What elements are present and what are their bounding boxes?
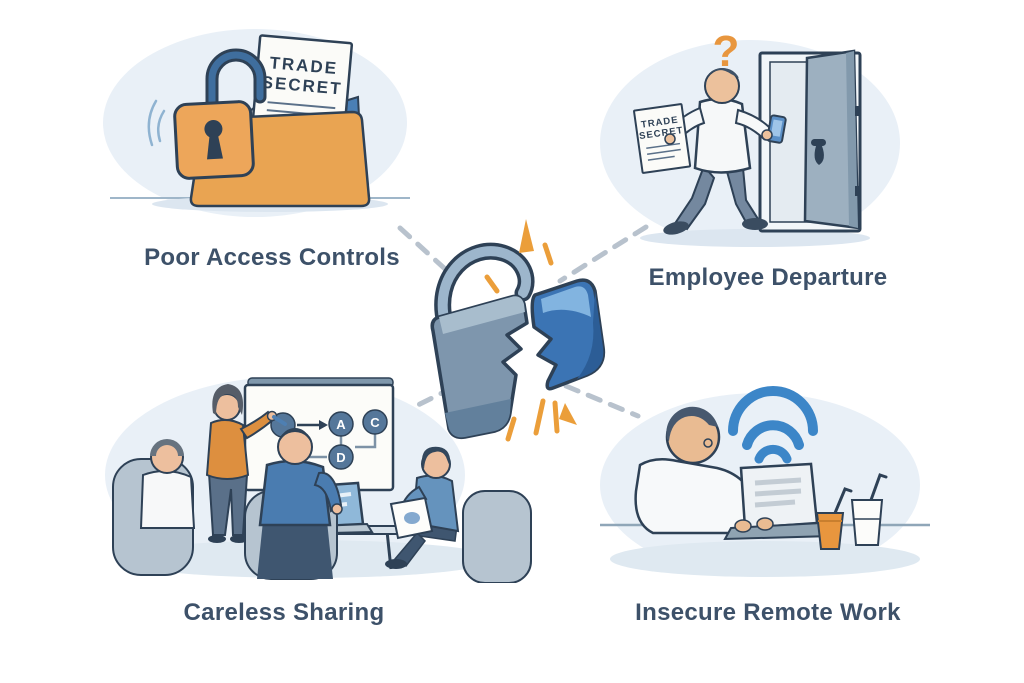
shoe-icon bbox=[742, 218, 768, 230]
lock-shackle bbox=[434, 242, 535, 332]
node-label-a: A bbox=[336, 417, 346, 432]
person-leaving: TRADE SECRET bbox=[633, 68, 787, 235]
door bbox=[758, 49, 862, 233]
broken-padlock-icon bbox=[430, 219, 606, 442]
laptop-icon bbox=[723, 462, 833, 541]
connector-top-right bbox=[557, 224, 649, 284]
node-label-d: D bbox=[336, 450, 345, 465]
connector-bottom-right bbox=[563, 383, 641, 419]
ground-shadow bbox=[640, 229, 870, 247]
keyhole-icon bbox=[204, 120, 223, 160]
person-torso bbox=[693, 97, 752, 174]
node-label-c: C bbox=[370, 415, 380, 430]
presenter-torso bbox=[205, 419, 250, 480]
attendee-tablet bbox=[385, 446, 532, 583]
flowchart-node-c bbox=[362, 409, 388, 435]
careless-sharing-illustration: A C D bbox=[105, 377, 532, 583]
door-hinge-icon bbox=[855, 106, 861, 116]
lock-body-right-piece bbox=[530, 278, 606, 391]
arrow-icon bbox=[319, 420, 328, 430]
document-stamp-line1: TRADE bbox=[640, 115, 679, 131]
door-hinge-icon bbox=[855, 186, 861, 196]
person-hand bbox=[664, 133, 676, 145]
white-cup-icon bbox=[850, 473, 888, 546]
orange-cup-icon bbox=[815, 487, 853, 550]
insecure-remote-work-illustration bbox=[600, 386, 930, 577]
label-employee-departure: Employee Departure bbox=[648, 264, 888, 291]
employee-departure-illustration: ? TRADE SECRET bbox=[600, 27, 900, 247]
presenter bbox=[205, 384, 287, 543]
lock-body-left-piece bbox=[430, 294, 529, 440]
label-insecure-remote-work: Insecure Remote Work bbox=[635, 599, 901, 626]
person-hair bbox=[704, 68, 739, 88]
wifi-icon bbox=[728, 386, 818, 480]
attendee-hair bbox=[150, 439, 184, 456]
question-mark: ? bbox=[713, 27, 740, 76]
flowchart-node-a bbox=[328, 411, 354, 437]
attendee-white-shirt bbox=[112, 439, 196, 576]
label-poor-access-controls: Poor Access Controls bbox=[144, 244, 400, 271]
worker-hand bbox=[756, 517, 774, 531]
ground-shadow bbox=[610, 541, 920, 577]
worker-hair bbox=[666, 406, 718, 441]
shoe-icon bbox=[385, 559, 407, 569]
break-burst-icon bbox=[484, 219, 577, 442]
remote-worker bbox=[634, 406, 767, 535]
attendee-blue-shirt bbox=[244, 428, 343, 580]
person-hand bbox=[761, 129, 773, 141]
marker-icon bbox=[272, 415, 287, 426]
trade-secret-document-small: TRADE SECRET bbox=[633, 103, 692, 174]
attendee-hair bbox=[421, 446, 451, 469]
flowchart-node-d bbox=[328, 444, 354, 470]
padlock-icon bbox=[173, 48, 267, 180]
worker-hand bbox=[734, 519, 752, 533]
attendee-hair bbox=[278, 428, 312, 449]
label-careless-sharing: Careless Sharing bbox=[183, 599, 385, 626]
chair bbox=[462, 490, 532, 583]
door-handle-icon bbox=[811, 139, 826, 165]
attendee-arm bbox=[313, 471, 343, 513]
presenter-hair bbox=[212, 384, 244, 415]
poor-access-controls-illustration: TRADE SECRET bbox=[103, 29, 410, 217]
shoe-icon bbox=[663, 221, 689, 235]
motion-arcs-icon bbox=[147, 99, 166, 147]
